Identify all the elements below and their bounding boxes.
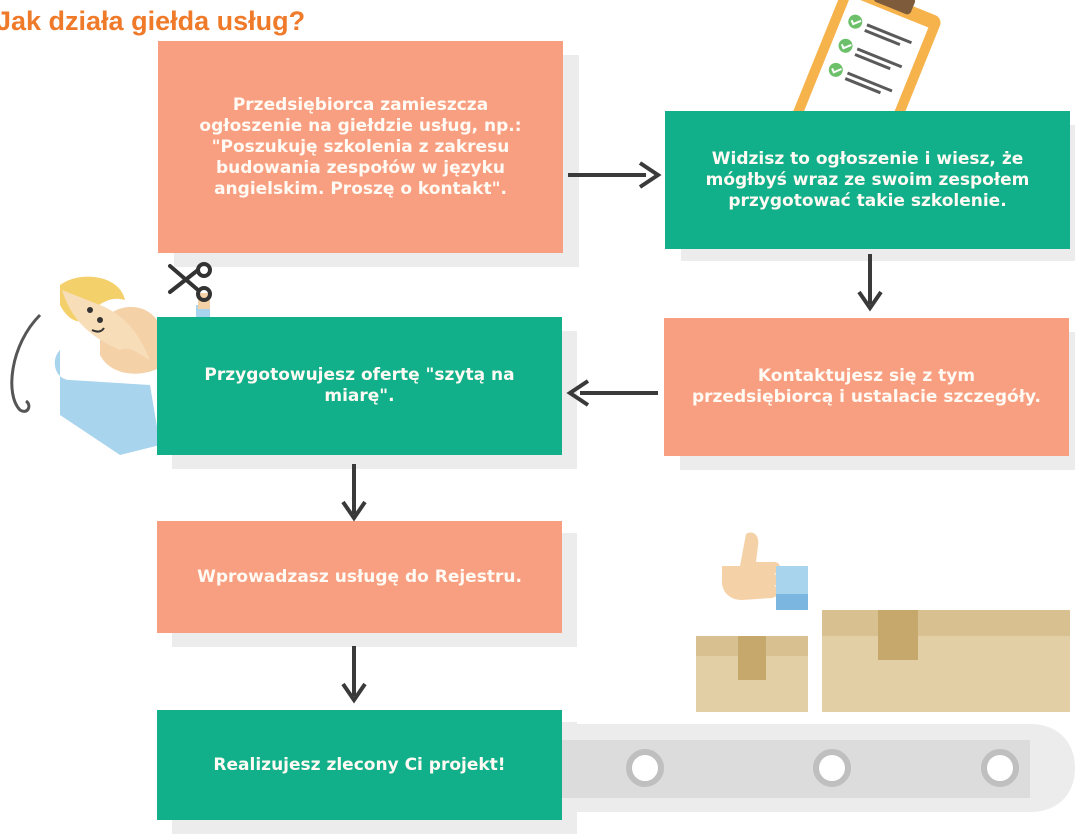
step-5-box: Wprowadzasz usługę do Rejestru. (157, 521, 562, 633)
scissors-icon (168, 262, 212, 302)
cardboard-boxes-illustration (696, 610, 1070, 712)
step-1-text: Przedsiębiorca zamieszcza ogłoszenie na … (199, 94, 522, 199)
arrow-down (341, 464, 367, 522)
arrow-down (857, 254, 883, 312)
step-6-text: Realizujesz zlecony Ci projekt! (213, 754, 506, 775)
step-4-box: Przygotowujesz ofertę "szytą na miarę". (157, 317, 562, 455)
thumbs-up-icon (722, 532, 808, 610)
step-2-box: Widzisz to ogłoszenie i wiesz, że mógłby… (665, 111, 1070, 249)
step-1-box: Przedsiębiorca zamieszcza ogłoszenie na … (158, 41, 563, 253)
arrow-left (566, 379, 658, 407)
conveyor-belt-illustration (560, 724, 1075, 812)
step-6-box: Realizujesz zlecony Ci projekt! (157, 710, 562, 820)
arrow-right (568, 161, 662, 189)
step-4-text: Przygotowujesz ofertę "szytą na miarę". (204, 365, 515, 406)
step-2-text: Widzisz to ogłoszenie i wiesz, że mógłby… (705, 148, 1030, 211)
step-3-text: Kontaktujesz się z tym przedsiębiorcą i … (691, 366, 1041, 407)
clipboard-checklist-icon (792, 0, 941, 155)
person-peeking-illustration (10, 276, 210, 455)
page-title: Jak działa giełda usług? (0, 6, 306, 36)
step-5-text: Wprowadzasz usługę do Rejestru. (197, 566, 522, 587)
step-3-box: Kontaktujesz się z tym przedsiębiorcą i … (664, 318, 1069, 456)
arrow-down (341, 646, 367, 704)
